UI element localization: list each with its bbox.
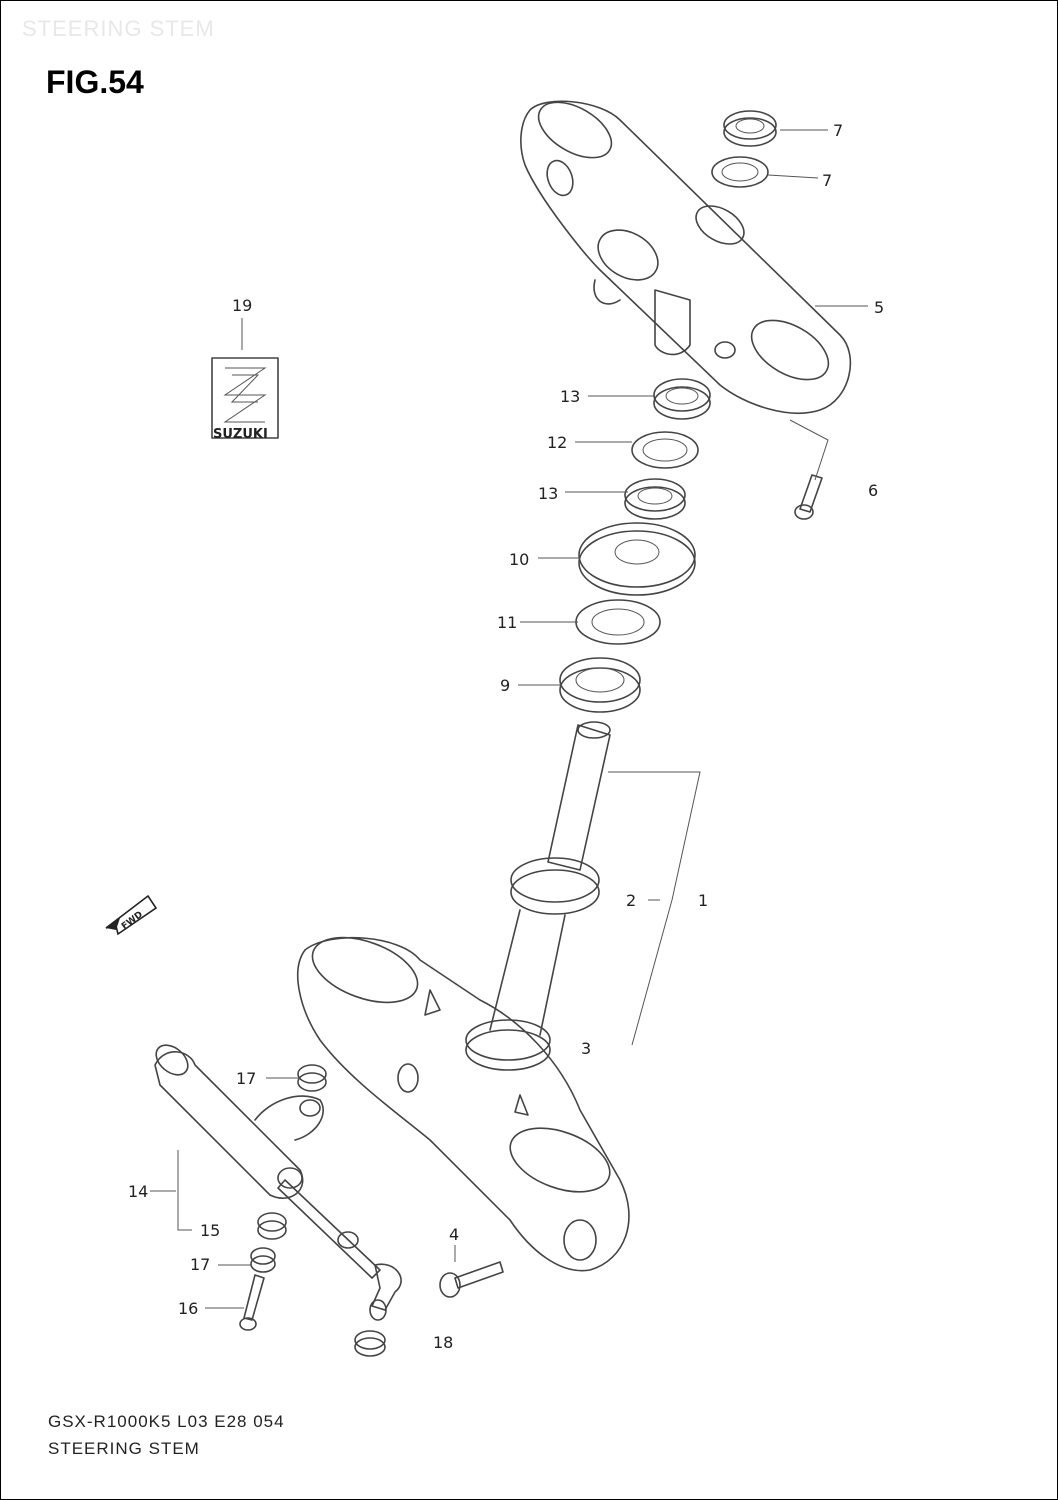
- bush-15: [257, 1212, 287, 1240]
- callout-12: 12: [547, 433, 567, 452]
- callout-6: 6: [868, 481, 878, 500]
- callout-3: 3: [581, 1039, 591, 1058]
- nut-8: [723, 110, 777, 147]
- callout-14: 14: [128, 1182, 148, 1201]
- leader-lines: [150, 129, 868, 1309]
- watermark-title: STEERING STEM: [22, 16, 215, 41]
- steering-damper-14: [154, 1044, 402, 1321]
- callout-11: 11: [497, 613, 517, 632]
- callout-5: 5: [874, 298, 884, 317]
- callout-15: 15: [200, 1221, 220, 1240]
- fwd-arrow-icon: [105, 894, 158, 936]
- footer-caption: STEERING STEM: [48, 1439, 200, 1458]
- figure-title: FIG.54: [46, 64, 144, 100]
- upper-bracket: [520, 100, 852, 414]
- bolt-6: [794, 474, 823, 520]
- callout-7: 7: [822, 171, 832, 190]
- callout-19: 19: [232, 296, 252, 315]
- collar-17-upper: [297, 1064, 327, 1092]
- seal-10: [578, 522, 696, 596]
- footer-model-code: GSX-R1000K5 L03 E28 054: [48, 1412, 285, 1431]
- washer-7: [711, 156, 769, 188]
- emblem-19: [211, 357, 279, 439]
- callout-2: 2: [626, 891, 636, 910]
- callout-4: 4: [449, 1225, 459, 1244]
- callout-17-lower: 17: [190, 1255, 210, 1274]
- callout-16: 16: [178, 1299, 198, 1318]
- callout-1: 1: [698, 891, 708, 910]
- callout-13-lower: 13: [538, 484, 558, 503]
- bearing-9: [559, 657, 641, 713]
- nut-18: [354, 1330, 386, 1357]
- callout-18: 18: [433, 1333, 453, 1352]
- bolt-16: [239, 1274, 265, 1331]
- lower-bracket: [297, 936, 630, 1272]
- bolt-4: [439, 1261, 504, 1298]
- emblem-logo-text: SUZUKI: [213, 427, 268, 442]
- callout-10: 10: [509, 550, 529, 569]
- callout-13-top: 13: [560, 387, 580, 406]
- locknut-13-top: [653, 378, 711, 420]
- race-11: [575, 599, 661, 645]
- callout-17-upper: 17: [236, 1069, 256, 1088]
- callout-9: 9: [500, 676, 510, 695]
- collar-17-lower: [250, 1247, 276, 1273]
- locknut-13-lower: [624, 478, 686, 520]
- callout-8: 7: [833, 121, 843, 140]
- steering-stem: [465, 721, 611, 1071]
- washer-12: [631, 431, 699, 469]
